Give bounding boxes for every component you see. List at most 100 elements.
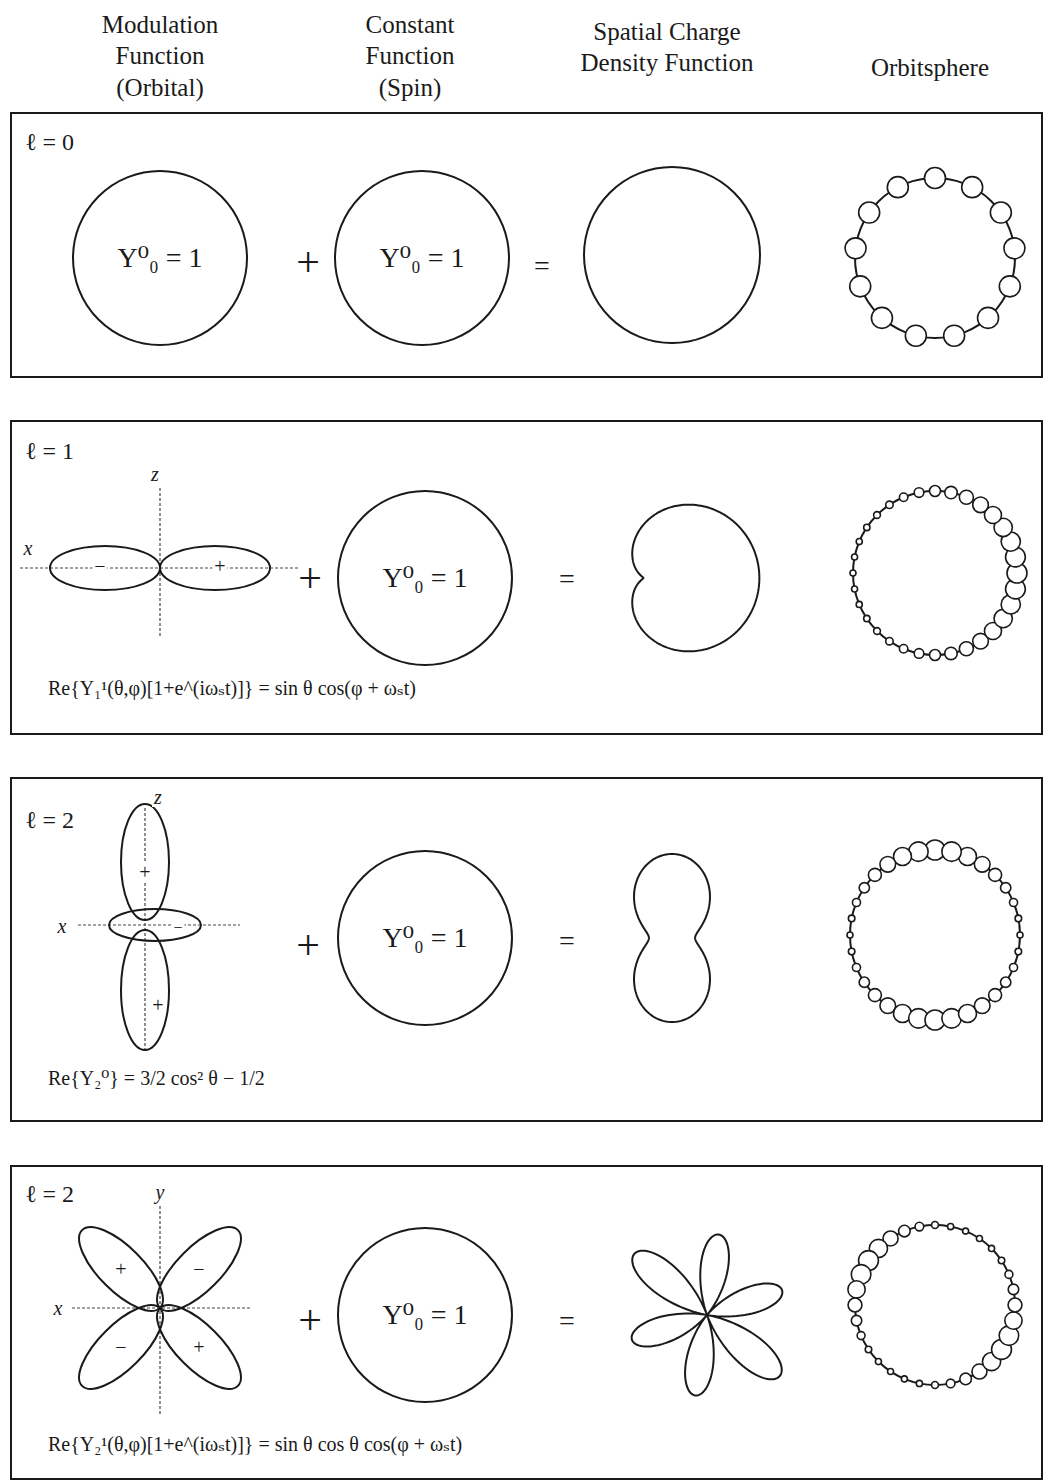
equals-sign: = [559, 1303, 575, 1338]
axis-label: x [56, 916, 69, 936]
lobe-sign: − [191, 1259, 206, 1279]
orbitsphere-points [845, 168, 1025, 347]
charge-point [848, 1298, 862, 1312]
charge-point [960, 1373, 972, 1385]
charge-point [916, 1380, 922, 1386]
lobe-sign: + [150, 995, 165, 1015]
lobe-sign: − [171, 920, 184, 936]
charge-point [915, 1222, 924, 1231]
plus-sign: + [296, 236, 320, 289]
charge-point [978, 307, 999, 328]
axis-label: y [154, 1182, 167, 1202]
charge-point [874, 628, 881, 635]
charge-point [948, 1223, 954, 1229]
charge-point [1005, 1270, 1013, 1278]
cardioid-density [632, 505, 759, 652]
charge-point [1015, 915, 1022, 922]
charge-point [1004, 238, 1025, 259]
charge-point [871, 307, 892, 328]
dumbbell-density [634, 854, 710, 1022]
charge-point [852, 898, 860, 906]
function-label: Y⁰₀ = 1 [118, 241, 203, 275]
orbital-lobe [160, 546, 270, 590]
lobe-sign: + [191, 1337, 206, 1357]
formula-text: Re{Y₂⁰} = 3/2 cos² θ − 1/2 [48, 1066, 265, 1090]
orbital-lobe [121, 930, 169, 1050]
charge-point [852, 586, 858, 592]
charge-density-sphere [584, 167, 760, 343]
charge-point [973, 497, 989, 513]
charge-point [868, 868, 881, 881]
lobe-sign: + [137, 862, 152, 882]
orbitsphere-ring [855, 1225, 1015, 1385]
constant-function-circle: Y⁰₀ = 1 [72, 170, 248, 346]
charge-point [1010, 898, 1018, 906]
charge-point [990, 202, 1011, 223]
charge-point [914, 488, 924, 498]
charge-point [1005, 1312, 1022, 1329]
charge-point [989, 989, 1002, 1002]
orbital-lobe [145, 1293, 254, 1402]
charge-point [874, 512, 881, 519]
constant-function-circle: Y⁰₀ = 1 [334, 170, 510, 346]
axis-label: z [149, 464, 161, 484]
charge-point [852, 554, 858, 560]
orbital-lobe [121, 804, 169, 920]
constant-function-circle: Y⁰₀ = 1 [337, 490, 513, 666]
charge-point [899, 493, 907, 501]
charge-point [1001, 977, 1011, 987]
charge-point [848, 1281, 865, 1298]
charge-point [857, 1332, 865, 1340]
charge-point [848, 948, 855, 955]
charge-point [963, 1228, 969, 1234]
charge-point [1001, 883, 1011, 893]
charge-point [905, 325, 926, 346]
figure-panel: ℓ = 2Re{Y₂⁰} = 3/2 cos² θ − 1/2Y⁰₀ = 1 [10, 777, 1043, 1122]
column-heading: Constant Function (Spin) [340, 9, 480, 103]
charge-point [944, 325, 965, 346]
charge-point [946, 1379, 955, 1388]
function-label: Y⁰₀ = 1 [383, 561, 468, 595]
plus-sign: + [298, 1294, 322, 1347]
axis-line [78, 924, 240, 925]
plus-sign: + [296, 919, 320, 972]
charge-point [959, 642, 973, 656]
charge-point [848, 915, 855, 922]
charge-point [1015, 948, 1022, 955]
charge-point [847, 932, 853, 938]
formula-text: Re{Y₂¹(θ,φ)[1+e^(iωₛt)]} = sin θ cos θ c… [48, 1432, 462, 1456]
charge-point [851, 1315, 861, 1325]
charge-point [932, 1222, 939, 1229]
charge-point [864, 524, 870, 530]
charge-point [856, 539, 862, 545]
charge-point [856, 601, 862, 607]
equals-sign: = [534, 248, 550, 283]
panel-label: ℓ = 0 [25, 128, 74, 157]
charge-point [859, 202, 880, 223]
lobe-sign: + [113, 1259, 128, 1279]
axis-label: x [22, 538, 35, 558]
charge-point [945, 647, 957, 659]
orbitsphere-ring [855, 178, 1015, 338]
orbitsphere-points [848, 1222, 1022, 1389]
plus-sign: + [298, 552, 322, 605]
orbital-lobe [50, 546, 160, 590]
charge-point [930, 650, 941, 661]
charge-point [868, 989, 881, 1002]
panel-label: ℓ = 2 [25, 1180, 74, 1209]
charge-point [888, 1369, 894, 1375]
orbitsphere-points [850, 486, 1027, 661]
column-heading: Orbitsphere [871, 52, 989, 83]
charge-point [962, 177, 983, 198]
function-label: Y⁰₀ = 1 [383, 921, 468, 955]
lobe-sign: − [92, 556, 107, 576]
function-label: Y⁰₀ = 1 [380, 241, 465, 275]
orbitsphere-ring [853, 491, 1017, 655]
charge-point [930, 486, 941, 497]
charge-point [850, 570, 856, 576]
axis-line [159, 488, 160, 636]
orbital-lobe [109, 909, 201, 941]
orbitsphere-points [847, 840, 1023, 1030]
